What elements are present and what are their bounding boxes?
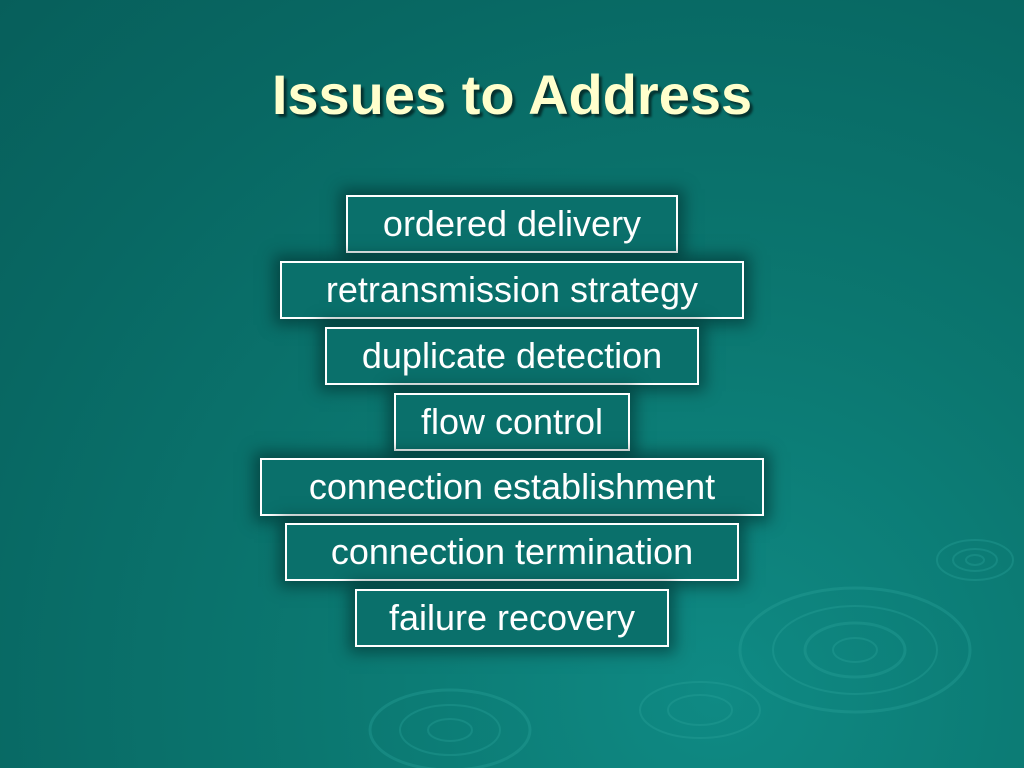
- issue-connection-termination: connection termination: [285, 523, 739, 581]
- issue-ordered-delivery: ordered delivery: [346, 195, 678, 253]
- issue-flow-control: flow control: [394, 393, 630, 451]
- slide-title: Issues to Address: [271, 63, 753, 126]
- issue-connection-establishment: connection establishment: [260, 458, 764, 516]
- issue-retransmission-strategy: retransmission strategy: [280, 261, 744, 319]
- issue-failure-recovery: failure recovery: [355, 589, 669, 647]
- issue-duplicate-detection: duplicate detection: [325, 327, 699, 385]
